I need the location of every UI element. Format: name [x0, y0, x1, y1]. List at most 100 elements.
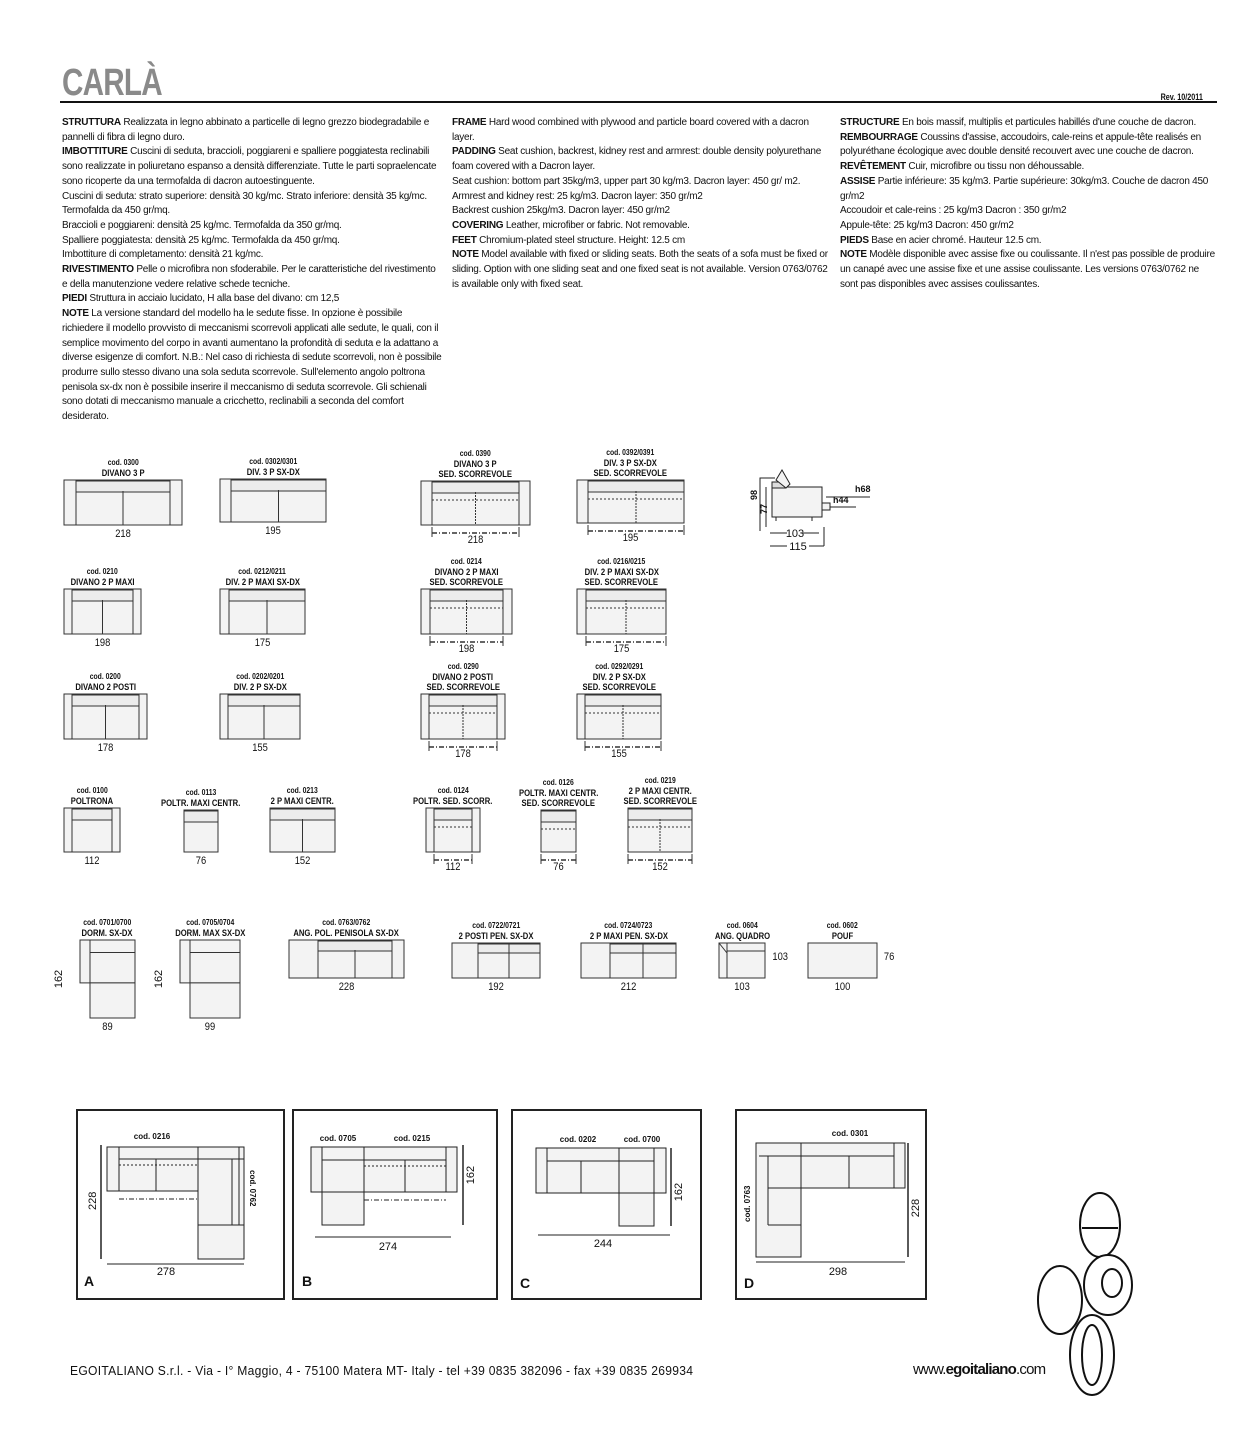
spec-text: En bois massif, multiplis et particules …: [899, 117, 1197, 128]
composition-a-letter: A: [84, 1273, 94, 1289]
module-name: 2 POSTI PEN. SX-DX: [458, 931, 534, 941]
spec-text: Base en acier chromé. Hauteur 12.5 cm.: [868, 234, 1042, 246]
composition-a-code-2: cod. 0762: [248, 1170, 257, 1207]
module-name: DIVANO 2 P MAXI: [70, 577, 135, 587]
module-width-dimension: 112: [445, 861, 461, 873]
profile-arm-height: h68: [855, 484, 871, 494]
spec-paragraph: Accoudoir et cale-reins : 25 kg/m3 Dacro…: [840, 204, 1215, 219]
module-code: cod. 0290: [447, 662, 479, 671]
module-name: SED. SCORREVOLE: [593, 468, 668, 478]
composition-b-drawing: [310, 1145, 464, 1238]
composition-c-depth: 162: [673, 1183, 685, 1201]
module-name: POLTR. SED. SCORR.: [413, 796, 493, 806]
sofa-plan-drawing: [219, 693, 301, 740]
website-link[interactable]: www.egoitaliano.com: [913, 1361, 1046, 1378]
spec-paragraph: RIVESTIMENTO Pelle o microfibra non sfod…: [62, 263, 442, 292]
module-code: cod. 0219: [644, 776, 676, 785]
module-width-dimension: 195: [265, 525, 281, 537]
sofa-plan-drawing: [576, 693, 662, 751]
sofa-plan-drawing: [420, 588, 513, 646]
module-code: cod. 0216/0215: [597, 557, 646, 566]
module-name: SED. SCORREVOLE: [623, 796, 697, 806]
spec-text: Model available with fixed or sliding se…: [452, 249, 828, 290]
module-name: 2 P MAXI PEN. SX-DX: [589, 931, 668, 941]
spec-text: Backrest cushion 25kg/m3. Dacron layer: …: [452, 205, 670, 217]
spec-paragraph: Backrest cushion 25kg/m3. Dacron layer: …: [452, 204, 832, 219]
module-name: DIVANO 3 P: [101, 468, 145, 478]
module-code: cod. 0292/0291: [594, 662, 643, 671]
spec-paragraph: FEET Chromium-plated steel structure. He…: [452, 234, 832, 249]
spec-heading: FRAME: [452, 117, 487, 128]
module-name: DIV. 2 P MAXI SX-DX: [225, 577, 300, 587]
spec-text: Pelle o microfibra non sfoderabile. Per …: [62, 264, 436, 290]
spec-paragraph: NOTE Modèle disponible avec assise fixe …: [840, 248, 1215, 292]
module-code: cod. 0210: [87, 567, 118, 576]
spec-heading: NOTE: [840, 249, 867, 261]
module-width-dimension: 192: [488, 981, 504, 993]
sofa-plan-drawing: [219, 588, 306, 635]
spec-paragraph: Spalliere poggiatesta: densità 25 kg/mc.…: [62, 234, 442, 249]
spec-paragraph: REMBOURRAGE Coussins d'assise, accoudoir…: [840, 131, 1215, 160]
composition-d-depth: 228: [910, 1199, 922, 1217]
module-width-dimension: 152: [652, 861, 668, 873]
spec-paragraph: IMBOTTITURE Cuscini di seduta, braccioli…: [62, 145, 442, 189]
spec-paragraph: NOTE La versione standard del modello ha…: [62, 307, 442, 425]
module-name: SED. SCORREVOLE: [521, 798, 596, 808]
composition-b-depth: 162: [465, 1166, 477, 1184]
composition-a-width: 278: [157, 1266, 175, 1278]
module-name: ANG. POL. PENISOLA SX-DX: [293, 928, 400, 938]
module-width-dimension: 76: [195, 855, 207, 867]
spec-text: Hard wood combined with plywood and part…: [452, 117, 809, 143]
module-name: POLTR. MAXI CENTR.: [518, 788, 599, 798]
module-name: SED. SCORREVOLE: [582, 682, 656, 692]
spec-heading: IMBOTTITURE: [62, 146, 128, 158]
module-name: DIVANO 2 P MAXI: [434, 567, 499, 577]
spec-text: Struttura in acciaio lucidato, H alla ba…: [86, 293, 340, 305]
module-width-dimension: 228: [338, 981, 355, 993]
module-width-dimension: 198: [94, 637, 111, 649]
header-divider: [60, 101, 1217, 103]
module-width-dimension: 218: [467, 534, 484, 546]
spec-heading: RIVESTIMENTO: [62, 264, 134, 276]
module-width-dimension: 76: [553, 861, 564, 873]
website-brand: egoitaliano: [945, 1361, 1017, 1378]
sofa-plan-drawing: [63, 588, 142, 635]
spec-heading: COVERING: [452, 219, 504, 231]
module-code: cod. 0300: [107, 458, 139, 467]
composition-a-frame: [76, 1109, 285, 1300]
composition-c-code-2: cod. 0700: [624, 1135, 661, 1144]
spec-text: Coussins d'assise, accoudoirs, cale-rein…: [840, 131, 1201, 158]
spec-text: Seat cushion: bottom part 35kg/m3, upper…: [452, 175, 801, 187]
module-width-dimension: 195: [622, 532, 639, 544]
module-width-dimension: 152: [294, 855, 311, 867]
composition-b-letter: B: [302, 1273, 312, 1289]
sofa-plan-drawing: [425, 807, 481, 864]
sofa-plan-drawing: [420, 693, 506, 751]
spec-text: Leather, microfiber or fabric. Not remov…: [503, 219, 690, 231]
module-name: SED. SCORREVOLE: [426, 682, 500, 692]
module-name: POUF: [831, 931, 854, 941]
module-name: SED. SCORREVOLE: [584, 577, 659, 587]
module-code: cod. 0100: [76, 786, 108, 795]
module-name: DIV. 3 P SX-DX: [246, 467, 300, 477]
composition-c-code-1: cod. 0202: [560, 1135, 597, 1144]
module-code: cod. 0701/0700: [83, 918, 132, 927]
spec-text: Accoudoir et cale-reins : 25 kg/m3 Dacro…: [840, 205, 1067, 217]
sofa-plan-drawing: [627, 807, 693, 864]
spec-paragraph: ASSISE Partie inférieure: 35 kg/m3. Part…: [840, 175, 1215, 204]
spec-text: Chromium-plated steel structure. Height:…: [476, 234, 685, 246]
sofa-plan-drawing: [576, 588, 667, 646]
module-width-dimension: 198: [458, 643, 475, 655]
composition-d-code-1: cod. 0301: [832, 1129, 869, 1138]
profile-depth-open: 115: [789, 541, 807, 553]
